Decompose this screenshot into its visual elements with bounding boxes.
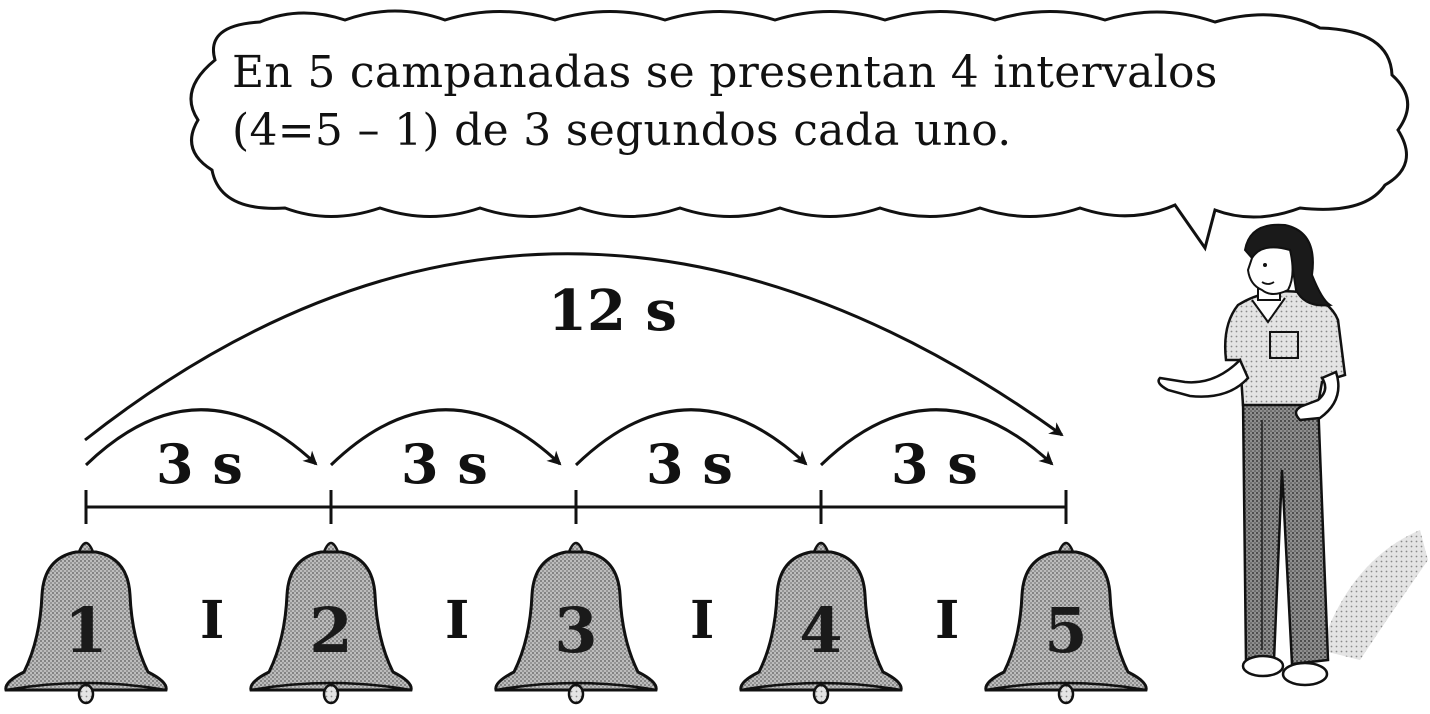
bell-rim: [985, 681, 1147, 692]
bell-3: 3: [494, 541, 658, 705]
bell-clapper: [812, 683, 830, 705]
bell-5: 5: [984, 541, 1148, 705]
total-duration-label: 12 s: [548, 278, 677, 344]
interval-mark-2: I: [445, 590, 470, 651]
interval-mark-4: I: [935, 590, 960, 651]
bell-1: 1: [4, 541, 168, 705]
speech-line-1: En 5 campanadas se presentan 4 intervalo…: [232, 47, 1218, 98]
bell-clapper: [77, 683, 95, 705]
bell-2: 2: [249, 541, 413, 705]
segment-label-2: 3 s: [401, 432, 488, 496]
bell-number-5: 5: [1044, 594, 1087, 667]
bell-rim: [5, 681, 167, 692]
segment-arc-4: [819, 408, 1054, 467]
segment-arc-1: [84, 408, 318, 467]
bell-rim: [250, 681, 412, 692]
timeline: [84, 490, 1068, 524]
speech-text: En 5 campanadas se presentan 4 intervalo…: [232, 44, 1362, 160]
speech-bubble: [189, 9, 1410, 252]
interval-mark-3: I: [690, 590, 715, 651]
bell-number-4: 4: [799, 594, 842, 667]
interval-mark-1: I: [200, 590, 225, 651]
girl-figure: [1157, 223, 1428, 687]
segment-label-3: 3 s: [646, 432, 733, 496]
bell-number-2: 2: [309, 594, 352, 667]
bell-rim: [495, 681, 657, 692]
segment-arc-3: [574, 408, 808, 467]
segment-arc-2: [329, 408, 562, 467]
bell-number-1: 1: [64, 594, 107, 667]
bells-group: 1 2 3 4 5: [4, 541, 1148, 705]
bell-rim: [740, 681, 902, 692]
segment-label-4: 3 s: [891, 432, 978, 496]
speech-line-2: (4=5 – 1) de 3 segundos cada uno.: [232, 105, 1012, 156]
segment-label-1: 3 s: [156, 432, 243, 496]
bell-clapper: [1057, 683, 1075, 705]
total-arc: [84, 252, 1064, 442]
bell-number-3: 3: [554, 594, 597, 667]
bell-clapper: [567, 683, 585, 705]
bell-clapper: [322, 683, 340, 705]
bell-4: 4: [739, 541, 903, 705]
